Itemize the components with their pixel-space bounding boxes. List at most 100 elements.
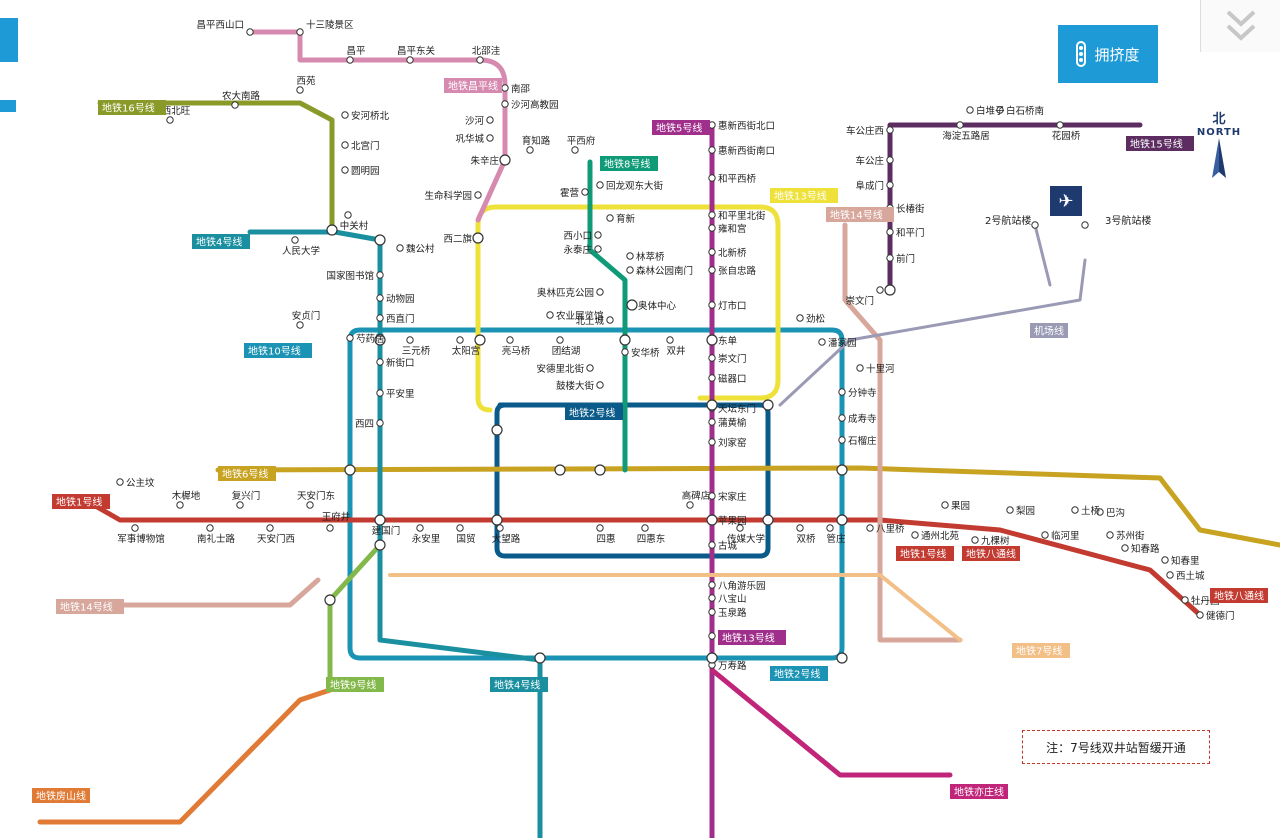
station-marker[interactable] (206, 524, 214, 532)
station-label[interactable]: 木樨地 (172, 490, 201, 502)
station-marker[interactable] (1081, 221, 1089, 229)
transfer-station-icon[interactable] (836, 514, 848, 526)
station-marker[interactable] (266, 524, 274, 532)
station-label[interactable]: 北宫门 (351, 140, 380, 152)
station-marker[interactable] (486, 134, 494, 142)
station-marker[interactable] (376, 389, 384, 397)
station-marker[interactable] (621, 348, 629, 356)
transfer-station-icon[interactable] (491, 514, 503, 526)
station-marker[interactable] (1161, 556, 1169, 564)
transfer-station-icon[interactable] (706, 334, 718, 346)
station-label[interactable]: 磁器口 (718, 373, 747, 385)
station-label[interactable]: 八角游乐园 (718, 580, 766, 592)
transfer-station-icon[interactable] (619, 334, 631, 346)
station-marker[interactable] (708, 608, 716, 616)
transfer-station-icon[interactable] (499, 154, 511, 166)
station-label[interactable]: 和平西桥 (718, 173, 757, 185)
station-label[interactable]: 永泰庄 (563, 244, 592, 256)
station-label[interactable]: 西北旺 (162, 106, 191, 117)
station-label[interactable]: 安德里北街 (536, 363, 584, 375)
transfer-station-icon[interactable] (626, 299, 638, 311)
station-marker[interactable] (708, 374, 716, 382)
transfer-station-icon[interactable] (706, 399, 718, 411)
station-marker[interactable] (626, 252, 634, 260)
station-label[interactable]: 三元桥 (402, 345, 431, 357)
station-label[interactable]: 西苑 (296, 75, 316, 87)
station-label[interactable]: 昌平西山口 (196, 20, 244, 31)
station-label[interactable]: 分钟寺 (848, 387, 877, 399)
station-marker[interactable] (406, 56, 414, 64)
station-label[interactable]: 梨园 (1016, 505, 1035, 517)
station-marker[interactable] (838, 414, 846, 422)
station-marker[interactable] (231, 101, 239, 109)
station-label[interactable]: 平安里 (386, 388, 415, 400)
station-label[interactable]: 鼓楼大街 (556, 380, 595, 392)
station-label[interactable]: 车公庄 (855, 155, 884, 167)
station-label[interactable]: 昌平东关 (397, 45, 436, 57)
station-marker[interactable] (606, 214, 614, 222)
station-marker[interactable] (596, 381, 604, 389)
station-marker[interactable] (326, 524, 334, 532)
station-marker[interactable] (406, 336, 414, 344)
station-label[interactable]: 四惠 (596, 533, 615, 545)
station-label[interactable]: 崇文门 (718, 353, 747, 365)
transfer-station-icon[interactable] (374, 539, 386, 551)
station-label[interactable]: 东单 (718, 335, 738, 347)
station-label[interactable]: 农业展览馆 (556, 310, 604, 322)
transfer-station-icon[interactable] (491, 424, 503, 436)
station-label[interactable]: 西四 (355, 419, 374, 430)
station-marker[interactable] (886, 126, 894, 134)
transfer-station-icon[interactable] (762, 399, 774, 411)
station-label[interactable]: 蒲黄榆 (718, 417, 747, 429)
station-label[interactable]: 军事博物馆 (117, 533, 165, 545)
station-marker[interactable] (686, 501, 694, 509)
station-marker[interactable] (396, 244, 404, 252)
collapse-button[interactable] (1200, 0, 1280, 52)
station-label[interactable]: 亮马桥 (502, 345, 531, 357)
station-label[interactable]: 大望路 (492, 533, 521, 545)
station-marker[interactable] (341, 166, 349, 174)
station-label[interactable]: 知春路 (1131, 543, 1160, 555)
transfer-station-icon[interactable] (374, 234, 386, 246)
station-marker[interactable] (1121, 544, 1129, 552)
station-label[interactable]: 沙河 (465, 115, 485, 127)
station-label[interactable]: 劲松 (806, 313, 826, 325)
station-label[interactable]: 果园 (951, 501, 970, 512)
station-label[interactable]: 刘家窑 (718, 437, 747, 449)
station-label[interactable]: 灯市口 (718, 300, 747, 312)
station-marker[interactable] (911, 531, 919, 539)
station-label[interactable]: 北邵洼 (472, 45, 501, 57)
station-marker[interactable] (796, 314, 804, 322)
station-label[interactable]: 西直门 (386, 313, 415, 325)
transfer-station-icon[interactable] (762, 514, 774, 526)
transfer-station-icon[interactable] (884, 284, 896, 296)
station-marker[interactable] (708, 248, 716, 256)
station-label[interactable]: 奥林匹克公园 (537, 287, 594, 299)
station-label[interactable]: 安贞门 (292, 310, 321, 322)
station-label[interactable]: 土桥 (1081, 505, 1101, 517)
station-marker[interactable] (476, 56, 484, 64)
station-marker[interactable] (826, 524, 834, 532)
transfer-station-icon[interactable] (534, 652, 546, 664)
station-marker[interactable] (376, 271, 384, 279)
station-label[interactable]: 育新 (616, 213, 636, 225)
station-label[interactable]: 花园桥 (1052, 130, 1081, 142)
station-label[interactable]: 雍和宫 (718, 223, 747, 235)
station-marker[interactable] (1006, 506, 1014, 514)
station-marker[interactable] (1071, 506, 1079, 514)
station-label[interactable]: 海淀五路居 (942, 130, 990, 142)
station-label[interactable]: 西小口 (563, 231, 592, 242)
station-label[interactable]: 安华桥 (631, 347, 660, 359)
station-marker[interactable] (708, 632, 716, 640)
station-marker[interactable] (166, 116, 174, 124)
station-marker[interactable] (506, 336, 514, 344)
station-marker[interactable] (856, 364, 864, 372)
station-label[interactable]: 团结湖 (552, 345, 581, 357)
station-marker[interactable] (571, 146, 579, 154)
station-label[interactable]: 王府井 (322, 511, 351, 523)
station-label[interactable]: 森林公园南门 (636, 265, 693, 277)
station-label[interactable]: 天安门东 (297, 490, 335, 502)
station-marker[interactable] (1056, 121, 1064, 129)
station-label[interactable]: 万寿路 (718, 660, 747, 672)
transfer-station-icon[interactable] (374, 514, 386, 526)
